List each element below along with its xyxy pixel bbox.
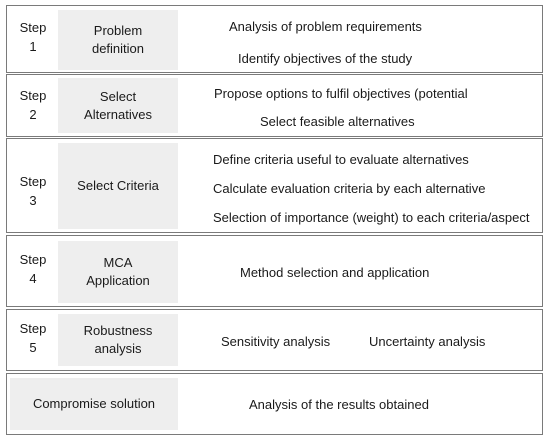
select-alternatives-box: Select Alternatives xyxy=(58,78,178,133)
activity-text: Select feasible alternatives xyxy=(260,114,415,129)
box-title-line: Select xyxy=(99,88,137,104)
activity-text: Uncertainty analysis xyxy=(369,334,486,349)
step-word: Step xyxy=(19,321,47,336)
step-number: 3 xyxy=(29,193,37,208)
step-5-row: Step 5 Robustness analysis Sensitivity a… xyxy=(6,309,543,371)
step-word: Step xyxy=(19,88,47,103)
step-word: Step xyxy=(19,252,47,267)
step-number: 5 xyxy=(29,340,37,355)
activity-text: Calculate evaluation criteria by each al… xyxy=(213,181,486,196)
step-word: Step xyxy=(19,20,47,35)
step-number: 1 xyxy=(29,39,37,54)
activity-text: Analysis of problem requirements xyxy=(229,19,422,34)
box-title-line: analysis xyxy=(94,341,142,356)
step-5-label: Step 5 xyxy=(7,319,59,357)
box-title-line: Alternatives xyxy=(84,106,152,122)
activity-text: Propose options to fulfil objectives (po… xyxy=(214,86,468,101)
activity-text: Method selection and application xyxy=(240,265,430,280)
step-word: Step xyxy=(19,174,47,189)
mca-application-box: MCA Application xyxy=(58,241,178,303)
robustness-analysis-box: Robustness analysis xyxy=(58,314,178,366)
box-title-line: Compromise solution xyxy=(32,396,156,411)
step-number: 2 xyxy=(29,107,37,122)
box-title-line: Select Criteria xyxy=(77,178,159,193)
problem-definition-box: Problem definition xyxy=(58,10,178,70)
box-title-line: definition xyxy=(91,41,145,56)
box-title-line: Application xyxy=(86,273,150,288)
step-3-label: Step 3 xyxy=(7,172,59,210)
step-2-label: Step 2 xyxy=(7,86,59,124)
step-4-row: Step 4 MCA Application Method selection … xyxy=(6,235,543,307)
activity-text: Sensitivity analysis xyxy=(221,334,331,349)
activity-text: Selection of importance (weight) to each… xyxy=(213,210,530,225)
step-2-row: Step 2 Select Alternatives Propose optio… xyxy=(6,74,543,137)
select-criteria-box: Select Criteria xyxy=(58,143,178,229)
activity-text: Define criteria useful to evaluate alter… xyxy=(213,152,469,167)
step-number: 4 xyxy=(29,271,37,286)
box-title-line: Problem xyxy=(93,23,143,38)
activity-text: Analysis of the results obtained xyxy=(249,397,429,412)
step-4-label: Step 4 xyxy=(7,250,59,288)
step-3-row: Step 3 Select Criteria Define criteria u… xyxy=(6,138,543,233)
step-1-row: Step 1 Problem definition Analysis of pr… xyxy=(6,5,543,73)
activity-text: Identify objectives of the study xyxy=(238,51,413,66)
compromise-solution-row: Compromise solution Analysis of the resu… xyxy=(6,373,543,435)
box-title-line: Robustness xyxy=(83,323,153,338)
box-title-line: MCA xyxy=(103,255,133,270)
step-1-label: Step 1 xyxy=(7,18,59,56)
compromise-solution-box: Compromise solution xyxy=(10,378,178,430)
